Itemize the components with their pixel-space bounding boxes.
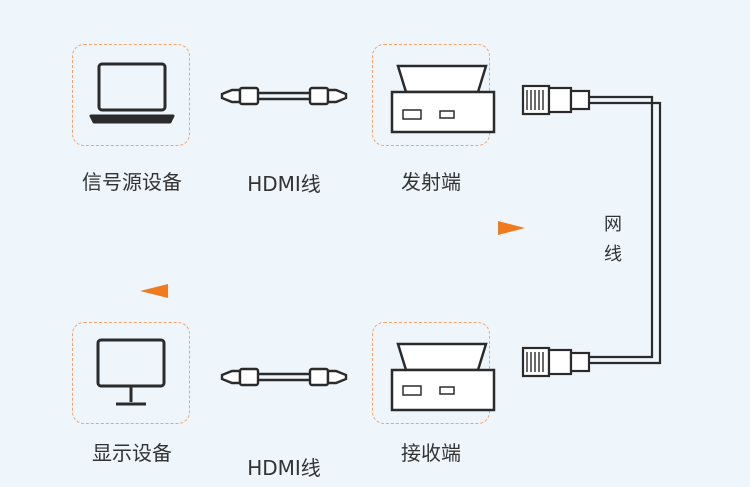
arrow-right-icon <box>128 221 525 235</box>
receiver-label: 接收端 <box>401 441 461 465</box>
monitor-icon <box>96 338 166 406</box>
hdmi-cable-label-top: HDMI线 <box>247 172 321 196</box>
hdmi-cable-icon-bottom <box>220 367 348 387</box>
source-device-label: 信号源设备 <box>82 170 182 194</box>
transmitter-device-icon <box>390 64 496 134</box>
source-device-frame <box>72 44 190 146</box>
rj45-connector-icon-bottom <box>521 346 591 378</box>
transmitter-label: 发射端 <box>401 170 461 194</box>
network-cable-label: 网 线 <box>602 210 624 270</box>
network-cable-line <box>589 95 662 365</box>
hdmi-cable-icon-top <box>220 86 348 106</box>
laptop-icon <box>89 62 175 124</box>
hdmi-cable-label-bottom: HDMI线 <box>247 456 321 480</box>
network-cable-label-line1: 网 <box>604 214 622 235</box>
receiver-device-icon <box>390 342 496 412</box>
network-cable-label-line2: 线 <box>604 244 622 265</box>
rj45-connector-icon-top <box>521 84 591 116</box>
display-device-label: 显示设备 <box>92 441 172 465</box>
arrow-left-icon <box>140 284 530 298</box>
display-device-frame <box>72 322 190 424</box>
